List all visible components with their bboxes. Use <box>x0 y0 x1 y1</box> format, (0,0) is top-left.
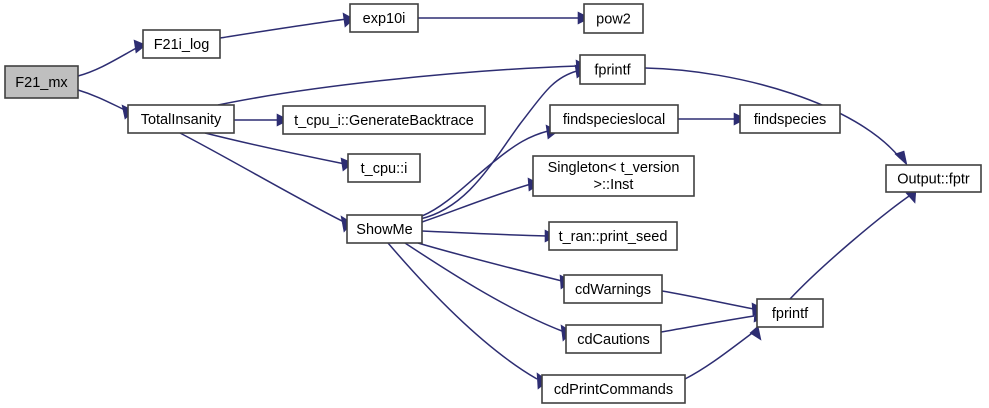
node-findspecieslocal[interactable]: findspecieslocal <box>549 104 679 134</box>
node-box[interactable] <box>347 153 421 183</box>
edge-line <box>417 242 563 282</box>
node-box[interactable] <box>885 164 982 193</box>
edge-cdcautions-to-fprintf_bottom <box>660 309 767 333</box>
node-output_fptr[interactable]: Output::fptr <box>885 164 982 193</box>
edge-line <box>179 132 345 223</box>
node-box[interactable] <box>349 3 419 33</box>
node-label: t_cpu::i <box>361 161 408 177</box>
edge-line <box>217 65 579 106</box>
node-showme[interactable]: ShowMe <box>346 214 423 244</box>
arrowhead-icon <box>133 39 147 54</box>
edge-f21_mx-to-f21i_log <box>77 39 147 77</box>
node-label: Output::fptr <box>897 171 970 187</box>
node-findspecies[interactable]: findspecies <box>739 104 841 134</box>
node-box[interactable] <box>548 221 678 251</box>
arrowhead-icon <box>749 325 762 341</box>
node-cdwarnings[interactable]: cdWarnings <box>563 274 663 304</box>
edge-line <box>387 242 538 380</box>
edge-f21_mx-to-totalinsanity <box>77 89 135 120</box>
arrowhead-icon <box>894 150 908 166</box>
node-fprintf_bottom[interactable]: fprintf <box>756 298 824 328</box>
node-box[interactable] <box>756 298 824 328</box>
edge-line <box>204 132 346 165</box>
edge-cdprintcommands-to-fprintf_bottom <box>684 325 762 380</box>
edge-line <box>789 193 913 300</box>
edge-line <box>660 315 755 333</box>
node-label: cdCautions <box>577 332 650 348</box>
edge-fprintf_bottom-to-output_fptr <box>789 188 917 300</box>
node-label: TotalInsanity <box>141 112 222 128</box>
node-label: cdPrintCommands <box>554 382 673 398</box>
node-box[interactable] <box>563 274 663 304</box>
node-f21i_log[interactable]: F21i_log <box>142 29 221 59</box>
node-genbacktrace[interactable]: t_cpu_i::GenerateBacktrace <box>282 105 486 135</box>
node-label: t_cpu_i::GenerateBacktrace <box>294 113 474 129</box>
edge-line <box>684 330 756 380</box>
node-box[interactable] <box>565 324 662 354</box>
edge-showme-to-cdcautions <box>404 242 573 342</box>
edge-f21i_log-to-exp10i <box>219 12 355 39</box>
node-label: cdWarnings <box>575 282 651 298</box>
node-label: ShowMe <box>356 222 412 238</box>
edge-totalinsanity-to-fprintf_top <box>217 59 589 106</box>
node-box[interactable] <box>127 104 235 134</box>
edge-line <box>421 230 548 237</box>
edge-line <box>421 130 549 217</box>
node-box[interactable] <box>541 374 686 404</box>
edge-line <box>404 242 563 332</box>
edges-layer <box>77 11 917 390</box>
node-totalinsanity[interactable]: TotalInsanity <box>127 104 235 134</box>
node-label: F21_mx <box>15 75 68 91</box>
edge-line <box>419 70 578 220</box>
node-box[interactable] <box>739 104 841 134</box>
node-label: fprintf <box>772 306 809 322</box>
node-singleton[interactable]: Singleton< t_version>::Inst <box>532 155 695 197</box>
edge-exp10i-to-pow2 <box>418 11 591 25</box>
edge-line <box>77 89 128 112</box>
edge-showme-to-print_seed <box>421 229 558 243</box>
edge-totalinsanity-to-genbacktrace <box>234 113 290 127</box>
node-box[interactable] <box>4 65 79 99</box>
node-f21_mx[interactable]: F21_mx <box>4 65 79 99</box>
node-label: pow2 <box>596 11 631 27</box>
edge-totalinsanity-to-t_cpu_i <box>204 132 354 172</box>
node-box[interactable] <box>142 29 221 59</box>
node-cdcautions[interactable]: cdCautions <box>565 324 662 354</box>
node-box[interactable] <box>579 54 646 85</box>
node-label: findspecieslocal <box>563 112 665 128</box>
node-box[interactable] <box>346 214 423 244</box>
node-t_cpu_i[interactable]: t_cpu::i <box>347 153 421 183</box>
edge-fprintf_top-to-output_fptr <box>644 67 908 166</box>
node-label: exp10i <box>363 11 406 27</box>
node-label: F21i_log <box>154 37 210 53</box>
edge-showme-to-singleton <box>421 177 541 223</box>
edge-line <box>644 67 901 159</box>
edge-line <box>661 290 755 310</box>
edge-line <box>77 45 141 77</box>
node-exp10i[interactable]: exp10i <box>349 3 419 33</box>
node-box[interactable] <box>282 105 486 135</box>
node-box[interactable] <box>549 104 679 134</box>
edge-showme-to-cdprintcommands <box>387 242 549 390</box>
node-fprintf_top[interactable]: fprintf <box>579 54 646 85</box>
edge-line <box>421 183 532 223</box>
edge-cdwarnings-to-fprintf_bottom <box>661 290 765 317</box>
node-box[interactable] <box>583 3 644 34</box>
node-label: Singleton< t_version>::Inst <box>548 160 680 193</box>
node-cdprintcommands[interactable]: cdPrintCommands <box>541 374 686 404</box>
edge-findspecieslocal-to-findspecies <box>677 112 747 126</box>
node-label: t_ran::print_seed <box>559 229 668 245</box>
node-pow2[interactable]: pow2 <box>583 3 644 34</box>
node-box[interactable] <box>532 155 695 197</box>
edge-line <box>219 18 348 39</box>
node-print_seed[interactable]: t_ran::print_seed <box>548 221 678 251</box>
node-label: findspecies <box>754 112 827 128</box>
node-label: fprintf <box>594 62 631 78</box>
